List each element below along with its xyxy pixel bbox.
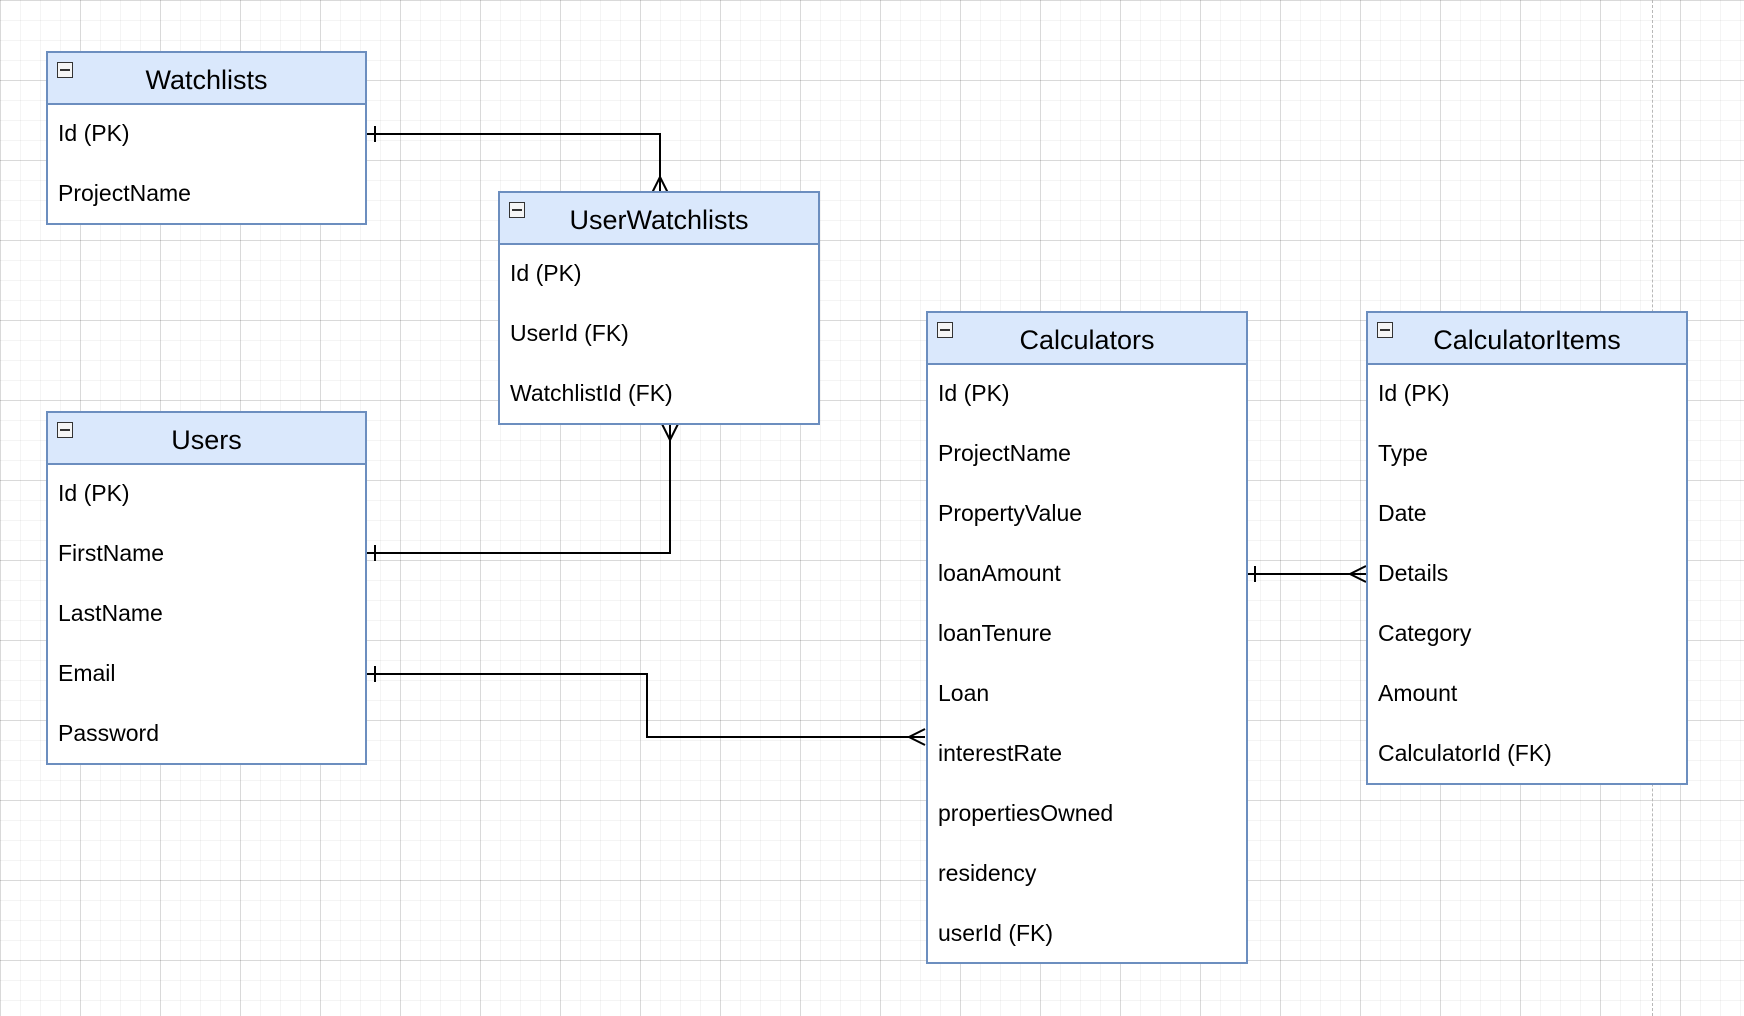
field-row[interactable]: Password xyxy=(58,720,159,746)
field-row[interactable]: Amount xyxy=(1378,680,1458,706)
connector-line xyxy=(367,673,925,738)
entity-fields: Id (PK) Type Date Details Category Amoun… xyxy=(1368,365,1686,785)
relationship-users-calculators[interactable] xyxy=(367,666,926,746)
field-row[interactable]: userId (FK) xyxy=(938,920,1054,946)
entity-header[interactable]: Watchlists xyxy=(48,53,365,105)
many-marker xyxy=(651,174,669,194)
entity-title: Users xyxy=(171,425,242,455)
field-row[interactable]: PropertyValue xyxy=(938,500,1083,526)
entity-title: UserWatchlists xyxy=(569,205,749,235)
connector-line xyxy=(367,424,671,554)
entity-calculators[interactable]: Calculators Id (PK) ProjectName Property… xyxy=(926,311,1248,964)
entity-watchlists[interactable]: Watchlists Id (PK) ProjectName xyxy=(46,51,367,225)
entity-userwatchlists[interactable]: UserWatchlists Id (PK) UserId (FK) Watch… xyxy=(498,191,820,425)
relationship-watchlists-userwatchlists[interactable] xyxy=(367,126,669,194)
collapse-icon[interactable] xyxy=(57,422,73,438)
field-row[interactable]: Date xyxy=(1378,500,1427,526)
field-row[interactable]: ProjectName xyxy=(938,440,1071,466)
many-marker xyxy=(661,423,679,443)
field-row[interactable]: Email xyxy=(58,660,116,686)
collapse-icon[interactable] xyxy=(937,322,953,338)
field-row[interactable]: loanTenure xyxy=(938,620,1052,646)
field-row[interactable]: Type xyxy=(1378,440,1428,466)
entity-calculatoritems[interactable]: CalculatorItems Id (PK) Type Date Detail… xyxy=(1366,311,1688,785)
field-row[interactable]: Id (PK) xyxy=(58,480,130,506)
entity-title: Watchlists xyxy=(145,65,268,95)
entity-header[interactable]: UserWatchlists xyxy=(500,193,818,245)
field-row[interactable]: loanAmount xyxy=(938,560,1061,586)
many-marker xyxy=(906,728,926,746)
field-row[interactable]: Id (PK) xyxy=(58,120,130,146)
entity-header[interactable]: Users xyxy=(48,413,365,465)
collapse-icon[interactable] xyxy=(1377,322,1393,338)
entity-header[interactable]: CalculatorItems xyxy=(1368,313,1686,365)
field-row[interactable]: WatchlistId (FK) xyxy=(510,380,673,406)
field-row[interactable]: FirstName xyxy=(58,540,165,566)
field-row[interactable]: residency xyxy=(938,860,1037,886)
field-row[interactable]: Category xyxy=(1378,620,1472,646)
entity-fields: Id (PK) FirstName LastName Email Passwor… xyxy=(48,465,365,765)
field-row[interactable]: interestRate xyxy=(938,740,1063,766)
field-row[interactable]: LastName xyxy=(58,600,163,626)
field-row[interactable]: CalculatorId (FK) xyxy=(1378,740,1552,766)
relationship-calculators-calculatoritems[interactable] xyxy=(1248,565,1367,583)
connector-line xyxy=(367,133,661,193)
field-row[interactable]: Id (PK) xyxy=(938,380,1010,406)
relationship-users-userwatchlists[interactable] xyxy=(367,423,679,561)
collapse-icon[interactable] xyxy=(509,202,525,218)
entity-fields: Id (PK) ProjectName xyxy=(48,105,365,225)
field-row[interactable]: UserId (FK) xyxy=(510,320,629,346)
many-marker xyxy=(1347,565,1367,583)
field-row[interactable]: Details xyxy=(1378,560,1449,586)
entity-title: CalculatorItems xyxy=(1433,325,1621,355)
entity-title: Calculators xyxy=(1019,325,1155,355)
field-row[interactable]: ProjectName xyxy=(58,180,191,206)
entity-fields: Id (PK) UserId (FK) WatchlistId (FK) xyxy=(500,245,818,425)
entity-users[interactable]: Users Id (PK) FirstName LastName Email P… xyxy=(46,411,367,765)
collapse-icon[interactable] xyxy=(57,62,73,78)
field-row[interactable]: Loan xyxy=(938,680,990,706)
field-row[interactable]: propertiesOwned xyxy=(938,800,1114,826)
field-row[interactable]: Id (PK) xyxy=(510,260,582,286)
entity-header[interactable]: Calculators xyxy=(928,313,1246,365)
entity-fields: Id (PK) ProjectName PropertyValue loanAm… xyxy=(928,365,1246,965)
field-row[interactable]: Id (PK) xyxy=(1378,380,1450,406)
